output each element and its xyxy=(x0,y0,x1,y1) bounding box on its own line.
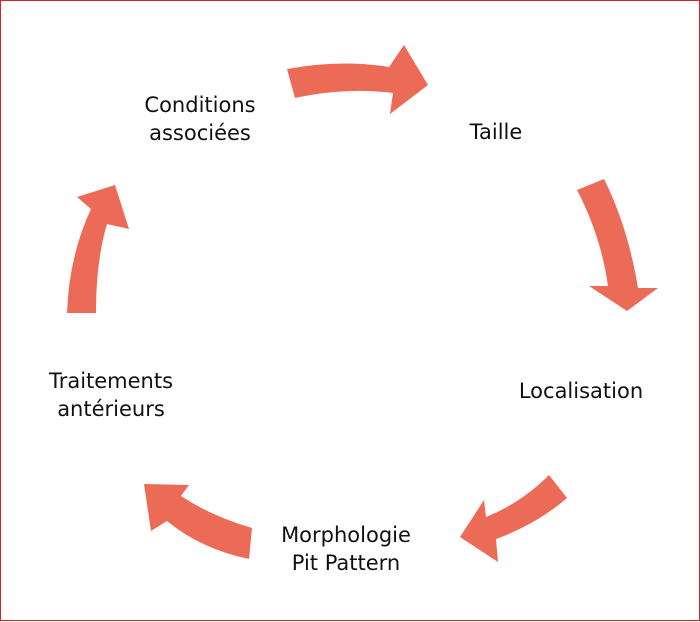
node-conditions-line1: Conditions xyxy=(144,93,256,117)
node-traitements-line1: Traitements xyxy=(48,369,174,393)
node-traitements-line2: antérieurs xyxy=(57,397,165,421)
node-morphologie-line2: Pit Pattern xyxy=(291,551,401,575)
arrow-morphologie-to-traitements xyxy=(144,484,252,559)
node-morphologie-line1: Morphologie xyxy=(281,523,411,547)
arrow-taille-to-localisation xyxy=(577,179,658,311)
arrow-localisation-to-morphologie xyxy=(460,475,567,562)
arrow-conditions-to-taille xyxy=(287,45,428,114)
arrow-traitements-to-conditions xyxy=(67,185,129,313)
node-conditions-associees: Conditions associées xyxy=(130,91,270,147)
node-taille: Taille xyxy=(456,118,536,146)
node-localisation-line1: Localisation xyxy=(518,379,644,403)
node-localisation: Localisation xyxy=(506,377,656,405)
node-taille-line1: Taille xyxy=(469,120,523,144)
node-conditions-line2: associées xyxy=(149,121,251,145)
node-morphologie-pit-pattern: Morphologie Pit Pattern xyxy=(271,521,421,577)
node-traitements-anterieurs: Traitements antérieurs xyxy=(36,367,186,423)
